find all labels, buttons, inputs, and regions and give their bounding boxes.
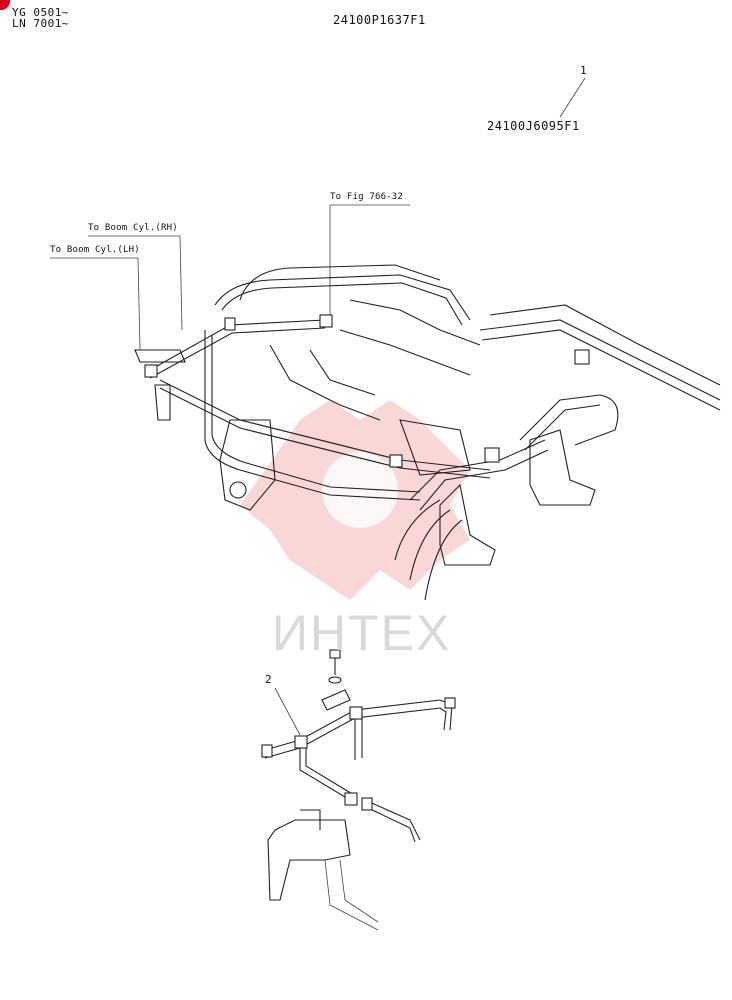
callout-item-1-part: 24100J6095F1 — [487, 119, 580, 133]
label-to-fig: To Fig 766-32 — [330, 192, 404, 202]
watermark-text: ИНТЕХ — [272, 605, 452, 661]
figure-number: 24100P1637F1 — [333, 13, 426, 27]
callout-item-2-number: 2 — [265, 673, 273, 686]
serial-yg: YG 0501~ — [12, 6, 69, 19]
lower-pipe-assembly — [261, 649, 456, 931]
callout-item-1-number: 1 — [580, 64, 588, 77]
label-to-boom-lh: To Boom Cyl.(LH) — [50, 245, 140, 255]
upper-pipe-assembly — [134, 264, 721, 601]
corner-marker — [0, 0, 10, 10]
label-to-boom-rh: To Boom Cyl.(RH) — [88, 223, 178, 233]
serial-ln: LN 7001~ — [12, 17, 69, 30]
